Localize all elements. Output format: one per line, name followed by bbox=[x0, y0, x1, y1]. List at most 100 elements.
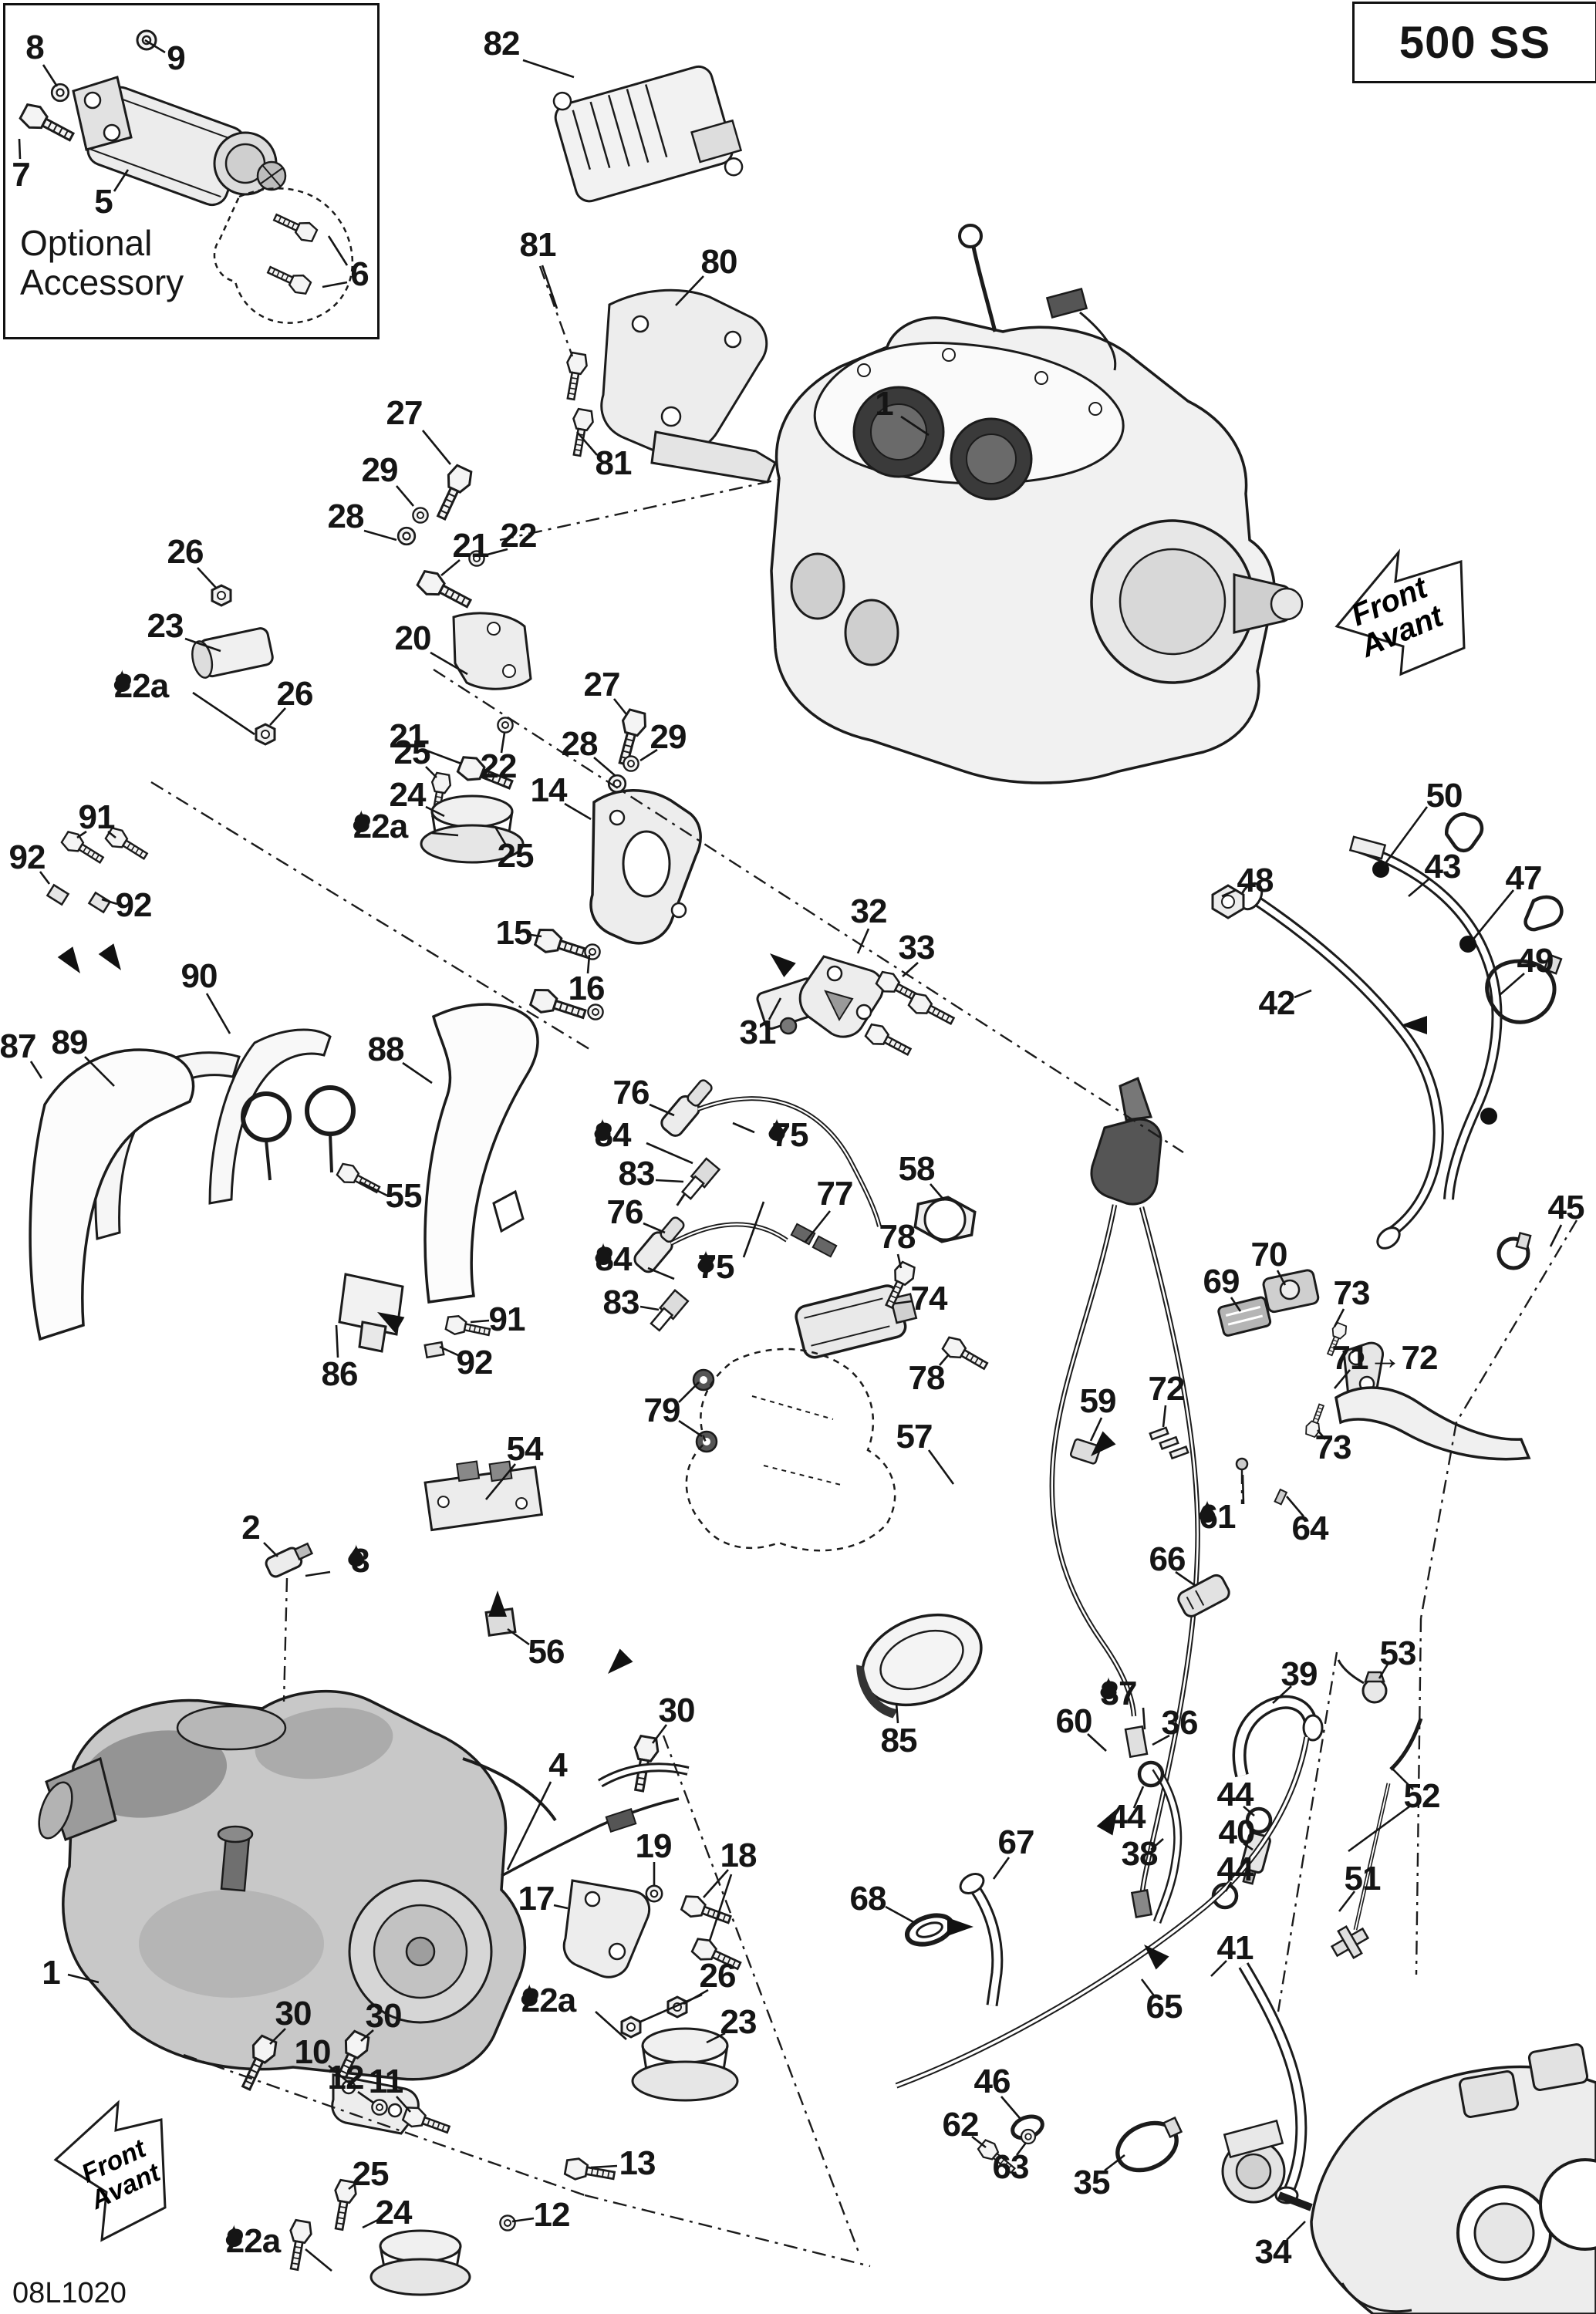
leader-line bbox=[639, 1305, 660, 1311]
callout-80: 80 bbox=[700, 243, 738, 281]
leader-line bbox=[586, 954, 591, 974]
callout-84-first: 84 bbox=[594, 1118, 634, 1152]
callout-25-first: 25 bbox=[394, 736, 431, 770]
callout-81-upper: 81 bbox=[520, 228, 557, 262]
leader-line bbox=[335, 1324, 339, 1358]
callout-83-first: 83 bbox=[618, 1155, 656, 1192]
callout-number: 79 bbox=[643, 1391, 681, 1429]
leader-line bbox=[1140, 1978, 1157, 1999]
callout-number: 53 bbox=[1379, 1634, 1417, 1672]
callout-64: 64 bbox=[1292, 1512, 1329, 1546]
callout-77: 77 bbox=[816, 1175, 854, 1213]
callout-number: 26 bbox=[167, 533, 204, 571]
leader-line bbox=[732, 1122, 755, 1134]
callout-66: 66 bbox=[1149, 1543, 1186, 1577]
callout-number: 27 bbox=[583, 666, 621, 703]
engine-assembly-bottom bbox=[38, 1689, 557, 2081]
model-title: 500 SS bbox=[1399, 17, 1551, 68]
leader-line bbox=[678, 1419, 703, 1438]
leader-line bbox=[144, 39, 166, 54]
leader-line bbox=[939, 1354, 950, 1366]
callout-3: 3 bbox=[348, 1544, 370, 1578]
callout-number: 19 bbox=[635, 1827, 673, 1865]
callout-43: 43 bbox=[1425, 850, 1462, 884]
leader-line bbox=[1015, 2142, 1027, 2156]
callout-number: 4 bbox=[548, 1746, 568, 1784]
callout-32: 32 bbox=[851, 895, 888, 929]
leader-line bbox=[564, 802, 592, 821]
callout-number: 50 bbox=[1426, 777, 1463, 815]
callout-22a-1: 22a bbox=[113, 670, 171, 703]
callout-number: 17 bbox=[518, 1880, 555, 1918]
callout-74: 74 bbox=[911, 1282, 948, 1316]
coolant-hoses bbox=[1211, 812, 1564, 1270]
assembly-direction-arrow bbox=[770, 953, 796, 978]
leader-line bbox=[1224, 1881, 1233, 1892]
callout-number: 83 bbox=[618, 1155, 656, 1192]
callout-35: 35 bbox=[1074, 2166, 1111, 2200]
leader-line bbox=[553, 1904, 569, 1910]
callout-62: 62 bbox=[943, 2108, 980, 2142]
callout-33: 33 bbox=[899, 931, 936, 965]
callout-22-second: 22 bbox=[481, 750, 518, 784]
callout-70: 70 bbox=[1251, 1238, 1288, 1272]
callout-number: 29 bbox=[361, 451, 399, 489]
callout-60: 60 bbox=[1055, 1702, 1093, 1740]
optional-accessory-line1: Optional bbox=[20, 223, 153, 263]
leader-line bbox=[470, 1319, 490, 1324]
leader-line bbox=[1408, 879, 1429, 897]
leader-line bbox=[396, 2096, 411, 2113]
leader-line bbox=[511, 2217, 535, 2223]
leader-line bbox=[101, 898, 118, 906]
callout-28-lower: 28 bbox=[562, 727, 599, 761]
callout-34: 34 bbox=[1255, 2235, 1292, 2269]
callout-number: 60 bbox=[1055, 1702, 1093, 1740]
callout-number: 12 bbox=[533, 2196, 571, 2234]
callout-number: 22 bbox=[500, 517, 538, 555]
leader-line bbox=[430, 651, 468, 676]
callout-number: 52 bbox=[1403, 1777, 1441, 1815]
leader-line bbox=[646, 1142, 693, 1165]
callout-27-lower: 27 bbox=[583, 666, 621, 703]
leader-line bbox=[425, 805, 445, 818]
leader-line bbox=[927, 1449, 955, 1485]
callout-45: 45 bbox=[1548, 1191, 1585, 1225]
callout-number: 77 bbox=[816, 1175, 854, 1213]
leader-line bbox=[107, 830, 116, 839]
leader-line bbox=[1382, 806, 1429, 866]
callout-number: 36 bbox=[1161, 1704, 1199, 1742]
callout-number: 85 bbox=[880, 1722, 918, 1759]
engine-support-parts bbox=[528, 789, 958, 1062]
callout-73-second: 73 bbox=[1315, 1431, 1352, 1465]
callout-number: 69 bbox=[1203, 1263, 1240, 1300]
callout-number: 23 bbox=[720, 2003, 758, 2041]
model-title-box: 500 SS bbox=[1352, 2, 1596, 83]
callout-number: 80 bbox=[700, 243, 738, 281]
fuel-system-parts bbox=[895, 1659, 1423, 2204]
assembly-direction-arrow bbox=[947, 1918, 973, 1936]
leader-line bbox=[930, 1183, 945, 1201]
callout-42: 42 bbox=[1259, 987, 1296, 1020]
assembly-direction-arrow bbox=[1091, 1431, 1116, 1456]
guide-line bbox=[538, 265, 574, 357]
leader-line bbox=[1162, 1405, 1167, 1428]
optional-accessory-box bbox=[3, 3, 380, 339]
leader-line bbox=[1294, 989, 1312, 999]
callout-number: 31 bbox=[739, 1014, 777, 1051]
callout-38: 38 bbox=[1122, 1837, 1159, 1871]
callout-number: 24 bbox=[389, 776, 427, 814]
leader-line bbox=[595, 2011, 627, 2040]
callout-number: 26 bbox=[276, 675, 314, 713]
leader-line bbox=[1221, 889, 1237, 898]
callout-44-c: 44 bbox=[1217, 1853, 1254, 1887]
leader-line bbox=[856, 928, 870, 954]
callout-22a-4: 22a bbox=[225, 2225, 283, 2258]
leader-line bbox=[896, 1253, 903, 1269]
callout-12-first: 12 bbox=[328, 2061, 365, 2095]
ecu-module-illustration bbox=[552, 65, 744, 203]
carburetor-illustration bbox=[975, 2043, 1596, 2314]
assembly-direction-arrow bbox=[377, 1312, 405, 1334]
callout-number: 7 bbox=[12, 156, 31, 194]
